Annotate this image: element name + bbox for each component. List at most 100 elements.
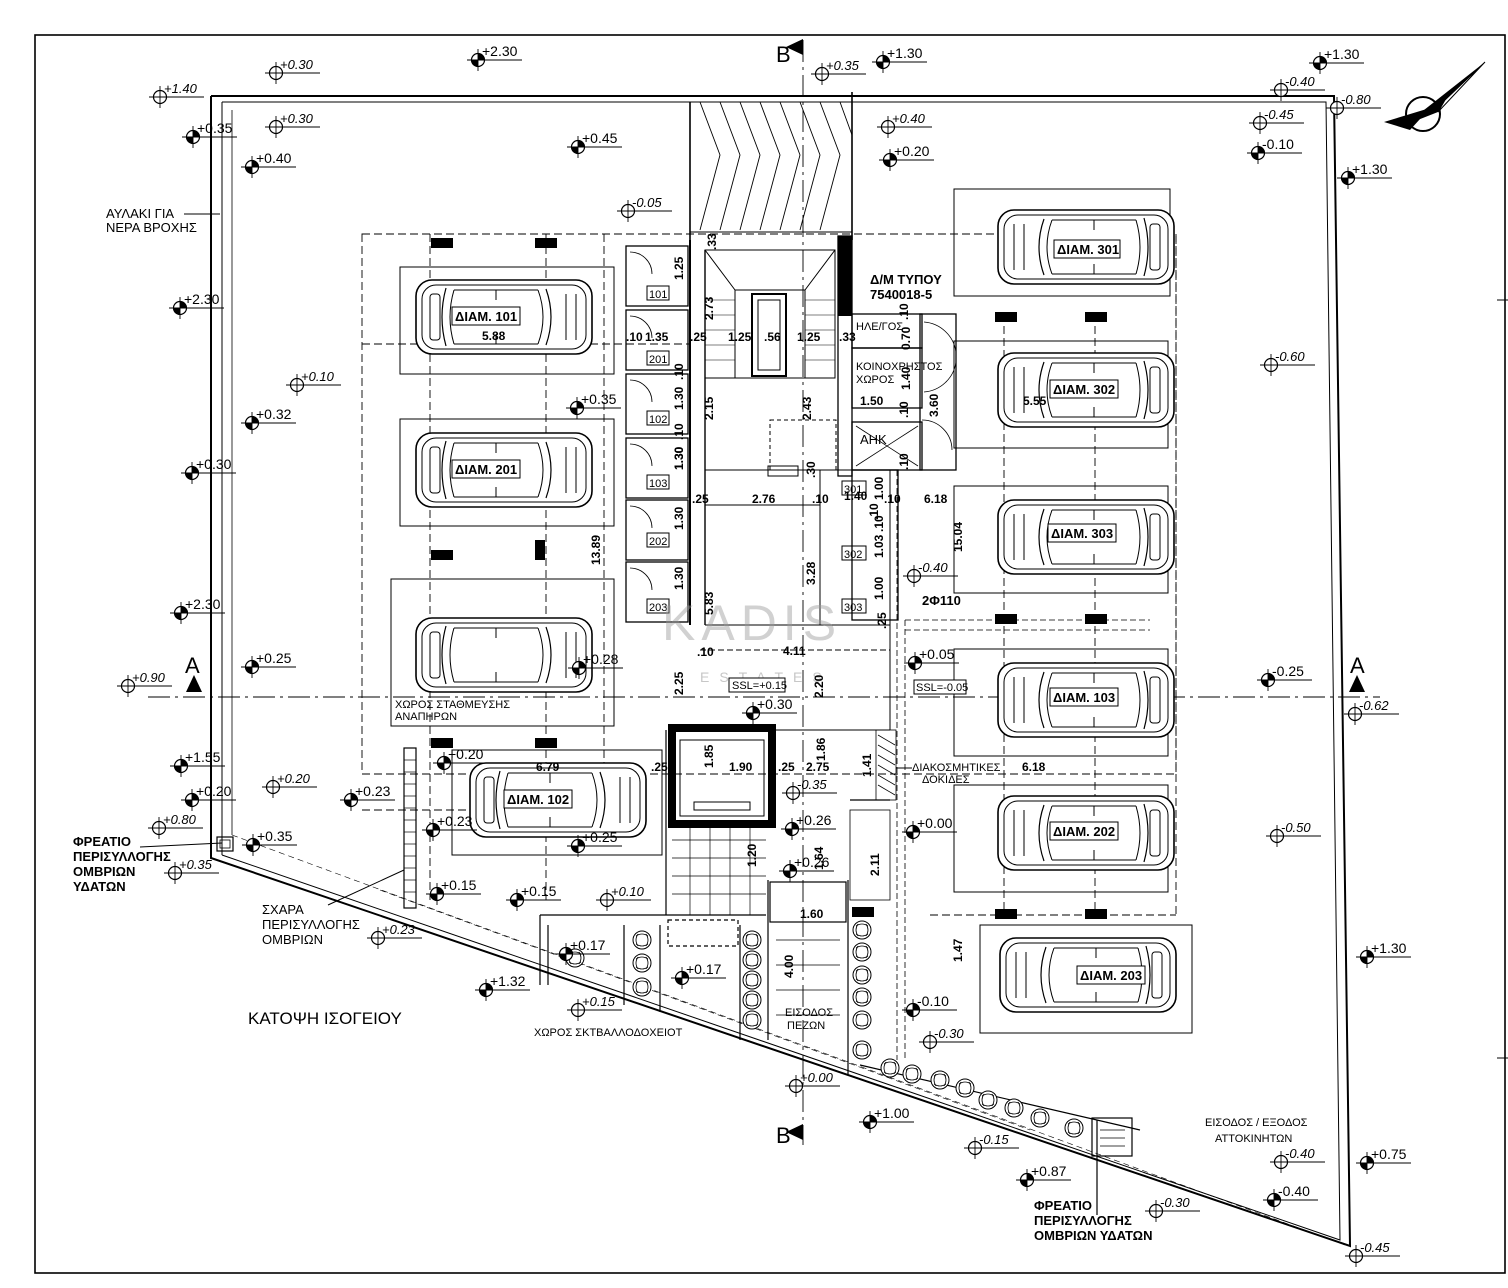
spot-level-value: +0.23 xyxy=(355,783,391,799)
dimension-value: .10 xyxy=(812,492,829,506)
dimension-value: 2.73 xyxy=(702,296,716,320)
dimension-value: 1.00 xyxy=(872,576,886,600)
spot-level-value: +0.75 xyxy=(1371,1146,1407,1162)
spot-level: +0.15 xyxy=(426,877,481,905)
parking-label-303: ΔΙΑΜ. 303 xyxy=(1051,526,1113,541)
spot-level: +0.00 xyxy=(785,1070,840,1097)
spot-level-value: +0.23 xyxy=(382,922,416,937)
dimension-value: .25 xyxy=(690,330,707,344)
spot-level: -0.35 xyxy=(782,777,837,804)
dimension-value: 1.40 xyxy=(899,366,913,390)
dimension-value: .25 xyxy=(692,492,709,506)
spot-level: +1.55 xyxy=(170,749,225,777)
spot-level-value: -0.35 xyxy=(797,777,827,792)
storage-102: 102 xyxy=(649,414,667,426)
spot-level-value: +1.55 xyxy=(185,749,221,765)
grating-label-3: ΟΜΒΡΙΩΝ xyxy=(262,932,323,947)
spot-level: +0.23 xyxy=(340,783,395,811)
parking-label-302: ΔΙΑΜ. 302 xyxy=(1053,382,1115,397)
spot-level: -0.15 xyxy=(964,1132,1019,1159)
spot-level-value: +0.35 xyxy=(197,120,233,136)
spot-level-value: +0.40 xyxy=(256,150,292,166)
spot-level: +0.40 xyxy=(241,150,296,178)
spot-level-value: +0.30 xyxy=(757,696,793,712)
dimension-value: 1.60 xyxy=(800,907,824,921)
spot-level-value: -0.40 xyxy=(1285,1146,1315,1161)
spot-level: +2.30 xyxy=(170,596,225,624)
common-space-label-1: ΚΟΙΝΟΧΡΗΣΤΟΣ xyxy=(856,361,943,373)
spot-level-value: -0.05 xyxy=(632,195,662,210)
spot-level: +0.17 xyxy=(555,937,610,965)
dimension-value: .25 xyxy=(651,760,668,774)
pipe-label: 2Φ110 xyxy=(922,593,961,608)
spot-level: -0.40 xyxy=(1263,1183,1318,1211)
spot-level-value: +0.17 xyxy=(570,937,606,953)
spot-level: +0.32 xyxy=(241,406,296,434)
spot-level-value: +1.32 xyxy=(490,973,526,989)
spot-level-value: -0.40 xyxy=(1285,74,1315,89)
spot-level-value: +0.80 xyxy=(163,812,197,827)
spot-level-value: +0.26 xyxy=(794,854,830,870)
spot-levels: +0.30+2.30+1.40+0.35+0.30+0.45+0.40+0.35… xyxy=(117,43,1411,1267)
spot-level-value: +0.10 xyxy=(611,884,645,899)
spot-level-value: +0.20 xyxy=(894,143,930,159)
spot-level: +2.30 xyxy=(169,291,224,319)
dimension-value: 1.03 xyxy=(872,534,886,558)
dimension-value: .25 xyxy=(778,760,795,774)
spot-level: +0.90 xyxy=(117,670,172,697)
spot-level-value: +0.30 xyxy=(196,456,232,472)
spot-level-value: -0.15 xyxy=(979,1132,1009,1147)
manhole-left-2: ΠΕΡΙΣΥΛΛΟΓΗΣ xyxy=(73,849,171,864)
spot-level: +0.75 xyxy=(1356,1146,1411,1174)
electric-room-label: ΗΛΕ/ΓΟΣ xyxy=(856,321,903,333)
dimension-value: .10 xyxy=(672,363,686,380)
spot-level: +0.30 xyxy=(265,111,320,138)
spot-level: +0.20 xyxy=(181,783,236,811)
spot-level-value: +0.23 xyxy=(437,813,473,829)
dimension-value: 2.25 xyxy=(672,671,686,695)
spot-level-value: -0.80 xyxy=(1341,92,1371,107)
spot-level: -0.10 xyxy=(1247,136,1302,164)
parking-label-203: ΔΙΑΜ. 203 xyxy=(1080,968,1142,983)
spot-level-value: +0.35 xyxy=(179,857,213,872)
spot-level-value: -0.10 xyxy=(1262,136,1294,152)
spot-level-value: +2.30 xyxy=(482,43,518,59)
spot-level-value: +0.32 xyxy=(256,406,292,422)
spot-level-value: -0.10 xyxy=(917,993,949,1009)
ssl-left: SSL=+0.15 xyxy=(732,680,787,692)
dimension-value: 1.47 xyxy=(951,938,965,962)
dimension-value: 13.89 xyxy=(589,535,603,565)
spot-level: +0.15 xyxy=(567,994,622,1021)
dimension-value: .10 xyxy=(897,401,911,418)
dimension-value: .10 xyxy=(897,453,911,470)
spot-level: +1.30 xyxy=(1356,940,1411,968)
spot-level: +0.28 xyxy=(568,651,623,679)
spot-level: +0.20 xyxy=(879,143,934,171)
spot-level-value: +1.30 xyxy=(887,45,923,61)
spot-level-value: +0.25 xyxy=(256,650,292,666)
spot-level: +0.30 xyxy=(742,696,797,724)
spot-level-value: +0.20 xyxy=(196,783,232,799)
dimension-value: .30 xyxy=(804,461,818,478)
spot-level-value: +1.30 xyxy=(1371,940,1407,956)
spot-level-value: +0.15 xyxy=(441,877,477,893)
spot-level-value: -0.45 xyxy=(1264,107,1294,122)
spot-level: -0.40 xyxy=(903,560,958,587)
drawing-title: ΚΑΤΟΨΗ ΙΣΟΓΕΙΟΥ xyxy=(248,1009,402,1028)
spot-level: +0.35 xyxy=(242,828,297,856)
spot-level: +0.26 xyxy=(779,854,834,882)
dimension-value: .10 xyxy=(672,423,686,440)
storage-101: 101 xyxy=(649,289,667,301)
spot-level: -0.05 xyxy=(617,195,672,222)
dimension-value: 1.64 xyxy=(812,846,826,870)
dimension-value: 1.41 xyxy=(860,753,874,777)
spot-level: -0.45 xyxy=(1345,1240,1400,1267)
spot-level-value: +0.30 xyxy=(280,57,314,72)
spot-level-value: +0.87 xyxy=(1031,1163,1067,1179)
plot-boundary xyxy=(210,95,1352,1248)
dimension-value: 1.00 xyxy=(872,476,886,500)
car-entry-label-1: ΕΙΣΟΔΟΣ / ΕΞΟΔΟΣ xyxy=(1205,1117,1308,1129)
spot-level: +0.23 xyxy=(422,813,477,841)
ssl-right: SSL=-0.05 xyxy=(916,682,968,694)
dimension-value: .10 xyxy=(897,303,911,320)
